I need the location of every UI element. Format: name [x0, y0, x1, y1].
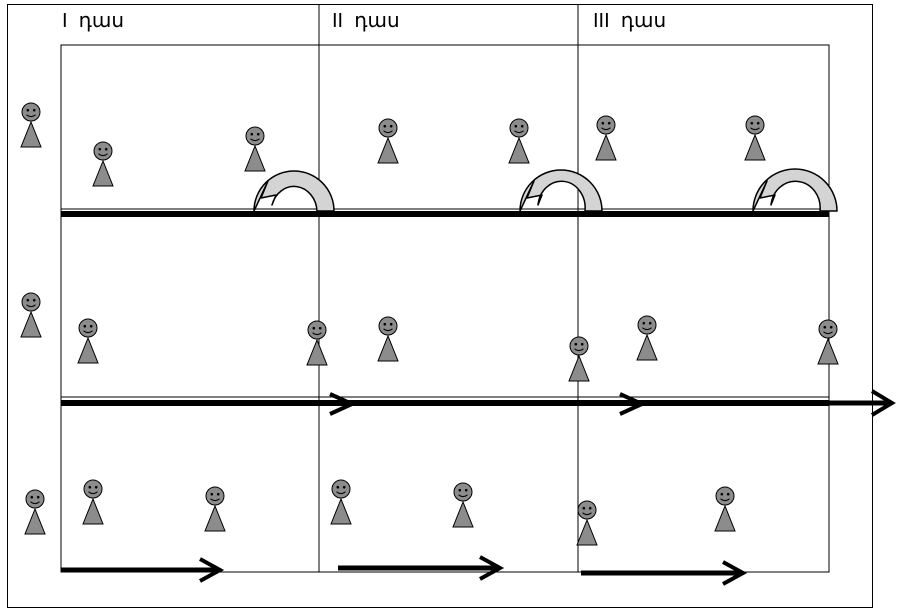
person-icon [452, 482, 474, 528]
person-icon [20, 292, 42, 338]
person-icon [306, 320, 328, 366]
row-1-bar [61, 208, 829, 217]
row-3-arrow-1 [61, 557, 225, 583]
person-icon [82, 479, 104, 525]
grade-label-3: III դաս [593, 10, 667, 32]
person-icon [714, 486, 736, 532]
person-icon [636, 315, 658, 361]
grid-border [60, 44, 830, 573]
person-icon [377, 316, 399, 362]
person-icon [744, 115, 766, 161]
person-icon [330, 479, 352, 525]
person-icon [595, 115, 617, 161]
person-icon [244, 126, 266, 172]
diagram-frame [7, 4, 873, 608]
row-3-arrow-2 [338, 555, 505, 581]
person-icon [377, 118, 399, 164]
row-2-bar [61, 396, 829, 406]
row-2-chevron-2 [619, 392, 647, 416]
grade-label-1: I դաս [62, 10, 125, 32]
person-icon [20, 102, 42, 148]
curved-jump-arrow-icon [253, 170, 335, 212]
curved-jump-arrow-icon [752, 168, 838, 212]
row-2-chevron-1 [329, 392, 357, 416]
row-2-arrow-end [829, 389, 896, 417]
person-icon [568, 336, 590, 382]
person-icon [576, 500, 598, 546]
person-icon [92, 141, 114, 187]
row-3-arrow-3 [581, 560, 748, 586]
person-icon [24, 489, 46, 535]
person-icon [204, 486, 226, 532]
person-icon [77, 318, 99, 364]
person-icon [508, 118, 530, 164]
curved-jump-arrow-icon [519, 169, 603, 212]
grade-label-2: II դաս [332, 10, 400, 32]
person-icon [817, 319, 839, 365]
